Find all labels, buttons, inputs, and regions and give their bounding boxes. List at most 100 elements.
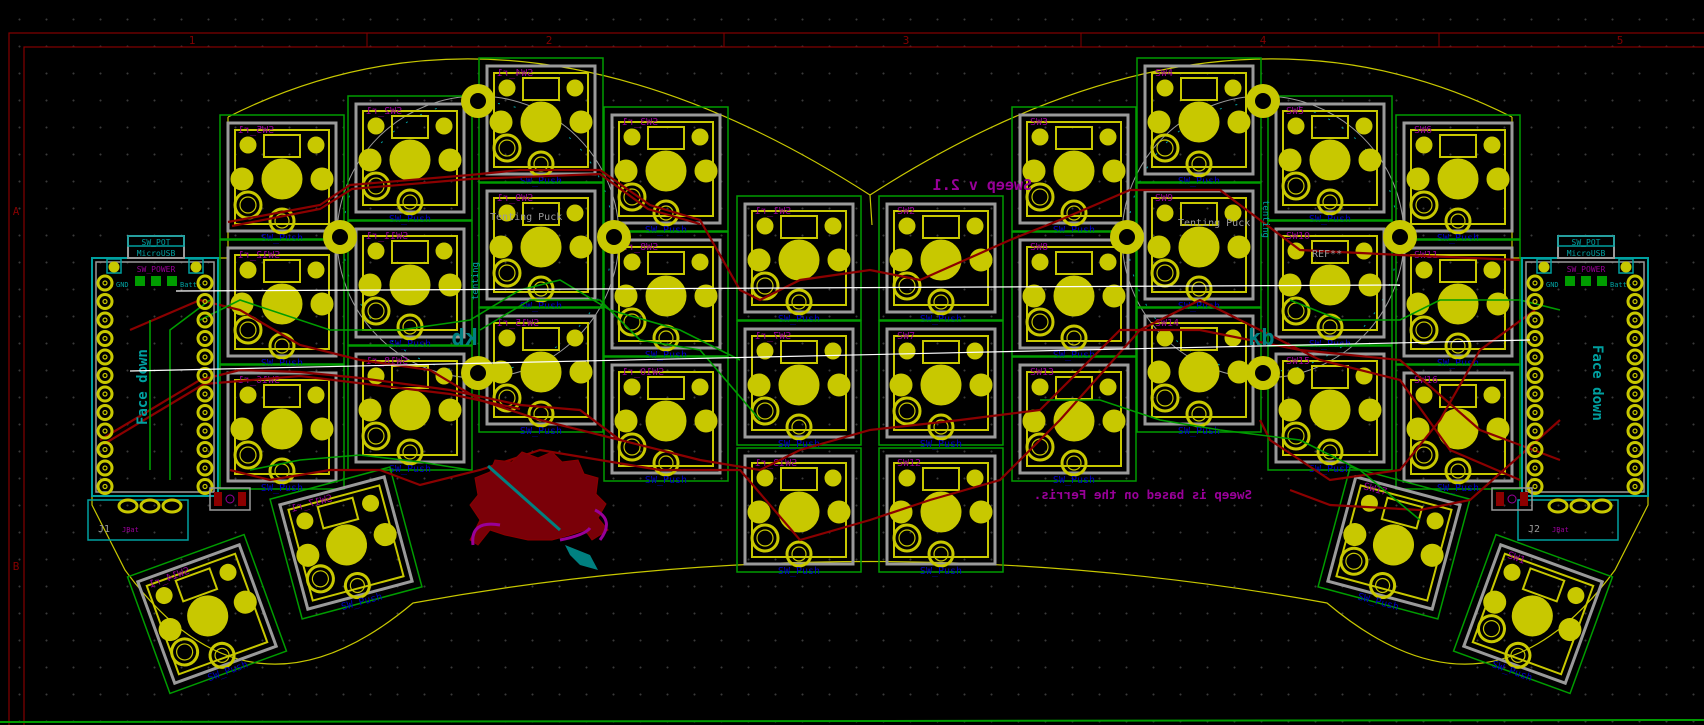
led-window bbox=[1311, 365, 1349, 389]
battery-pad bbox=[190, 261, 202, 273]
pad bbox=[569, 360, 593, 384]
pad bbox=[373, 523, 397, 547]
hotswap-pad bbox=[1060, 449, 1088, 477]
pad bbox=[158, 618, 182, 642]
pad-ring bbox=[102, 483, 108, 490]
led-window bbox=[647, 376, 685, 400]
fab-outline bbox=[226, 371, 338, 483]
pad bbox=[1287, 117, 1305, 135]
pad-ring bbox=[202, 483, 208, 490]
pad-ring bbox=[274, 463, 290, 479]
led-window bbox=[522, 327, 560, 351]
controller-pin bbox=[1526, 422, 1544, 440]
hotswap-pad bbox=[233, 315, 263, 345]
ref-right-label: REF** bbox=[1312, 249, 1342, 260]
pad-ring bbox=[1450, 213, 1466, 229]
pad bbox=[694, 409, 718, 433]
pad bbox=[1147, 235, 1171, 259]
hotswap-pad bbox=[785, 540, 813, 568]
pad bbox=[1022, 159, 1046, 183]
pad bbox=[824, 342, 842, 360]
key-value-label: SW_Push bbox=[778, 439, 820, 450]
pad-ring bbox=[102, 446, 108, 453]
pad-ring bbox=[102, 372, 108, 379]
hotswap-pad bbox=[1281, 421, 1311, 451]
pad-ring bbox=[274, 338, 290, 354]
pad bbox=[498, 329, 516, 347]
pad bbox=[966, 469, 984, 487]
pad-ring bbox=[1632, 391, 1638, 397]
hotswap-pad bbox=[1444, 332, 1472, 360]
hotswap-pad bbox=[1150, 383, 1180, 413]
pad bbox=[756, 469, 774, 487]
reset-switch-icon bbox=[225, 494, 235, 504]
pad bbox=[155, 587, 173, 605]
pad-ring bbox=[1532, 409, 1538, 416]
key-ref-label: SW8_r1 bbox=[622, 242, 658, 253]
hotswap-pad bbox=[268, 332, 296, 360]
center-post bbox=[645, 400, 687, 442]
row-label-a: A bbox=[13, 205, 20, 218]
sw-label: SW_POT bbox=[142, 238, 171, 247]
pad-ring bbox=[1322, 319, 1338, 335]
pad bbox=[239, 261, 257, 279]
pad-ring bbox=[1031, 313, 1049, 331]
courtyard bbox=[478, 57, 604, 183]
led-window bbox=[1055, 126, 1093, 150]
pad bbox=[1483, 590, 1507, 614]
key-ref-label: SW15_r1 bbox=[497, 318, 539, 329]
pad bbox=[296, 543, 320, 567]
key-ref-label: SW7 bbox=[897, 331, 915, 342]
pad-ring bbox=[756, 402, 774, 420]
header-pad bbox=[139, 498, 161, 514]
usb-connector-edge bbox=[127, 235, 185, 247]
pad-ring bbox=[1415, 196, 1433, 214]
key-ref-label: SW9 bbox=[1155, 193, 1173, 204]
pad bbox=[966, 342, 984, 360]
pad bbox=[1558, 618, 1582, 642]
led-window bbox=[780, 467, 818, 491]
pad-ring bbox=[623, 438, 641, 456]
pad-ring bbox=[1450, 338, 1466, 354]
mounting-hole-drill bbox=[606, 229, 622, 245]
battery-header-outline bbox=[87, 499, 189, 541]
hotswap-pad bbox=[1281, 296, 1311, 326]
pad-ring bbox=[1287, 427, 1305, 445]
kb-right-label: kb bbox=[1248, 326, 1275, 351]
courtyard bbox=[1395, 114, 1521, 240]
hotswap-pad bbox=[527, 400, 555, 428]
pad-ring bbox=[202, 354, 208, 360]
